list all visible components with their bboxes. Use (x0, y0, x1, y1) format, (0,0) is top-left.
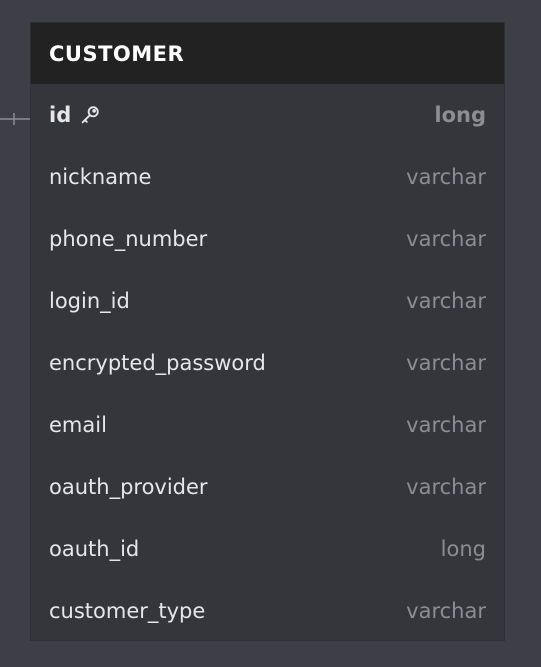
column-row-email[interactable]: email varchar (31, 394, 504, 456)
column-type: long (440, 537, 486, 561)
column-type: varchar (406, 599, 486, 623)
column-name: oauth_id (49, 537, 140, 561)
key-icon (81, 106, 99, 124)
column-row-customer-type[interactable]: customer_type varchar (31, 580, 504, 642)
column-type: varchar (406, 165, 486, 189)
column-row-id[interactable]: id long (31, 84, 504, 146)
column-row-login-id[interactable]: login_id varchar (31, 270, 504, 332)
table-title: CUSTOMER (49, 41, 185, 66)
column-name: encrypted_password (49, 351, 266, 375)
column-type: varchar (406, 413, 486, 437)
customer-table[interactable]: CUSTOMER id long nickname varchar phone_… (30, 22, 505, 641)
column-type: varchar (406, 227, 486, 251)
column-name: login_id (49, 289, 130, 313)
column-type: varchar (406, 351, 486, 375)
column-name: phone_number (49, 227, 208, 251)
column-name: nickname (49, 165, 152, 189)
relationship-connector[interactable] (0, 113, 30, 125)
column-row-nickname[interactable]: nickname varchar (31, 146, 504, 208)
column-type: varchar (406, 289, 486, 313)
column-name: id (49, 103, 72, 127)
column-row-oauth-id[interactable]: oauth_id long (31, 518, 504, 580)
column-row-phone-number[interactable]: phone_number varchar (31, 208, 504, 270)
column-name: customer_type (49, 599, 206, 623)
column-name: oauth_provider (49, 475, 208, 499)
column-name-container: id (49, 103, 101, 127)
column-type: varchar (406, 475, 486, 499)
column-type: long (434, 103, 486, 127)
table-header[interactable]: CUSTOMER (31, 23, 504, 84)
column-name: email (49, 413, 107, 437)
column-row-oauth-provider[interactable]: oauth_provider varchar (31, 456, 504, 518)
column-row-encrypted-password[interactable]: encrypted_password varchar (31, 332, 504, 394)
